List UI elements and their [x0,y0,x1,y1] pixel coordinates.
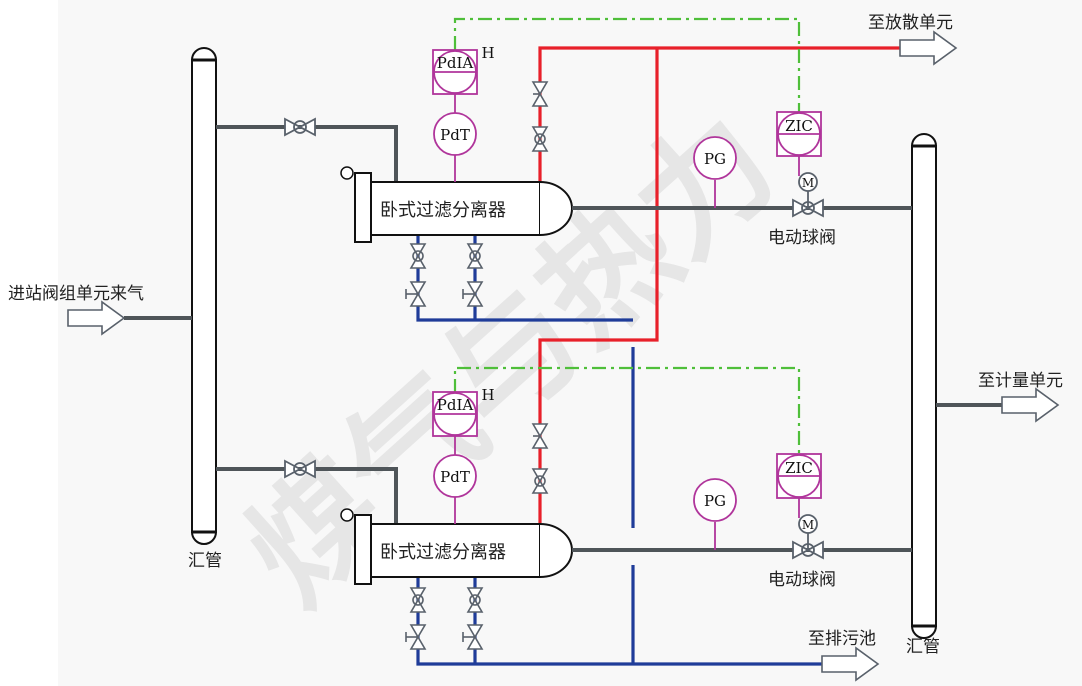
drain-valve-ball-icon[interactable] [467,587,483,613]
motor-tag: M [802,518,814,532]
inlet-label: 进站阀组单元来气 [8,284,144,304]
separator-label: 卧式过滤分离器 [380,200,506,221]
drain-valve-ball-icon[interactable] [410,243,426,269]
motorized-ball-valve-icon[interactable] [792,199,824,217]
drain-valve-globe-icon[interactable] [405,281,426,307]
motorized-valve-label: 电动球阀 [768,228,836,248]
pdt-tag: PdT [440,126,470,144]
pdia-tag: PdIA [437,54,474,72]
separator-unit-2: 卧式过滤分离器 PdIA H PdT PG ZIC M 电动球阀 [216,386,912,590]
quick-opening-closure [354,172,372,243]
drain-valve-globe-icon[interactable] [405,624,426,650]
pg-instrument[interactable] [693,478,737,522]
right-header [911,133,937,639]
vent-valve-ball-icon[interactable] [532,126,548,152]
drain-valve-globe-icon[interactable] [462,624,483,650]
pdt-instrument[interactable] [433,454,477,498]
pdia-alarm-tag: H [481,386,494,404]
vent-valve-globe-icon-2[interactable] [532,423,548,449]
drain-valve-ball-icon[interactable] [467,243,483,269]
drain-valve-ball-icon[interactable] [410,587,426,613]
separator-label: 卧式过滤分离器 [380,542,506,563]
zic-tag: ZIC [785,117,813,135]
pdt-instrument[interactable] [433,112,477,156]
pg-tag: PG [704,150,726,168]
signal-line [453,17,801,454]
metering-label: 至计量单元 [978,371,1063,391]
separator-vessel[interactable] [365,181,541,236]
pdia-alarm-tag: H [481,44,494,62]
inlet-branch-pipe [216,467,398,524]
right-header-label: 汇管 [906,637,940,657]
inlet-arrow-icon [67,301,125,335]
drain-label: 至排污池 [808,629,876,649]
quick-opening-closure [354,514,372,585]
vent-label: 至放散单元 [868,13,953,33]
closure-handle-icon [340,166,354,180]
drain-arrow-icon [821,647,879,681]
vent-valve-globe-icon[interactable] [532,81,548,107]
inlet-branch-pipe [216,125,398,182]
motorized-ball-valve-icon[interactable] [792,541,824,559]
pdt-tag: PdT [440,468,470,486]
left-header [191,47,217,545]
vent-arrow-icon [899,31,957,65]
pg-instrument[interactable] [693,136,737,180]
inlet-ball-valve-icon[interactable] [284,118,316,136]
pg-tag: PG [704,492,726,510]
motorized-valve-label: 电动球阀 [768,570,836,590]
motor-tag: M [802,176,814,190]
vessel-head [539,523,573,578]
left-header-label: 汇管 [188,551,222,571]
pdia-tag: PdIA [437,396,474,414]
motor-actuator-icon[interactable] [798,514,818,534]
vent-valve-ball-icon-2[interactable] [532,468,548,494]
motor-actuator-icon[interactable] [798,172,818,192]
metering-arrow-icon [1001,388,1059,422]
inlet-ball-valve-icon[interactable] [284,460,316,478]
separator-unit-1: 卧式过滤分离器 PdIA H PdT PG ZIC M 电动球阀 [216,44,912,248]
closure-handle-icon [340,508,354,522]
zic-tag: ZIC [785,459,813,477]
